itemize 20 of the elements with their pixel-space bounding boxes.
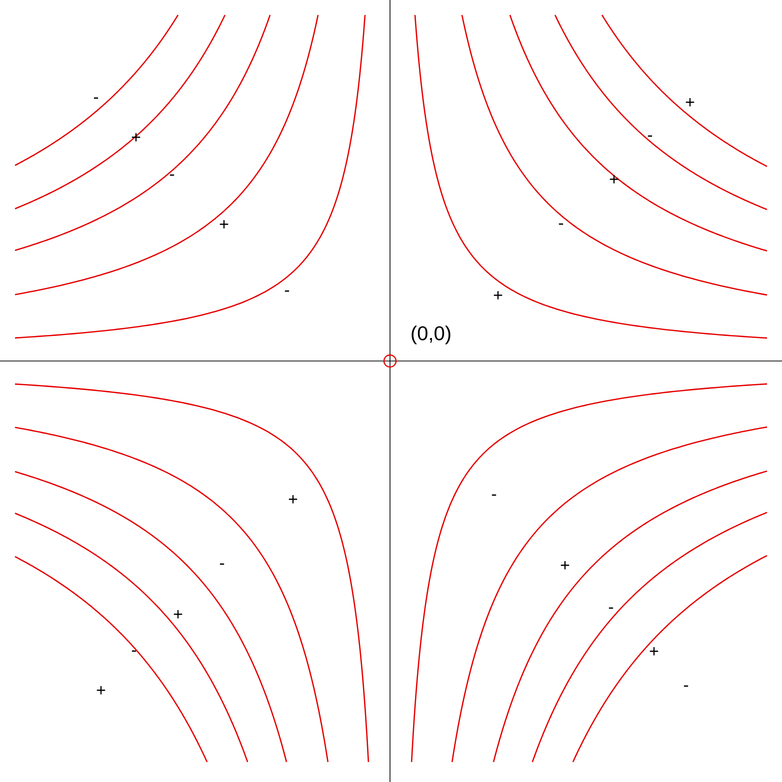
sign-label: -	[492, 494, 496, 496]
sign-label: -	[170, 174, 174, 176]
sign-label: +	[174, 610, 182, 618]
coordinate-label: (0,0)	[412, 326, 450, 344]
sign-label: -	[220, 563, 224, 565]
sign-label: -	[684, 685, 688, 687]
sign-label: -	[648, 135, 652, 137]
sign-label: +	[220, 220, 228, 228]
sign-label: -	[132, 650, 136, 652]
sign-label: -	[558, 223, 564, 225]
sign-label: +	[686, 98, 694, 106]
sign-label: -	[284, 290, 290, 292]
sign-label: -	[94, 97, 98, 99]
sign-label: +	[494, 291, 502, 300]
sign-label: +	[560, 561, 570, 570]
sign-label: +	[610, 175, 618, 184]
sign-label: +	[650, 647, 658, 656]
sign-label: +	[96, 686, 106, 694]
sign-label: -	[608, 607, 614, 609]
sign-label: +	[288, 495, 298, 504]
